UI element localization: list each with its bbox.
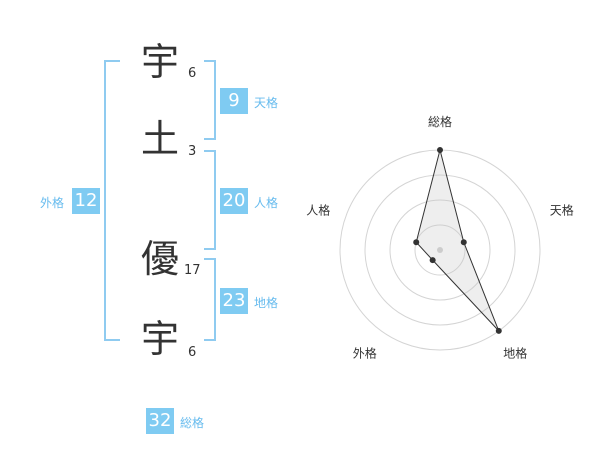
stroke-count-4: 6: [188, 345, 197, 360]
radar-point-5: [413, 239, 420, 246]
radar-point-2: [460, 239, 467, 246]
stroke-count-3: 17: [184, 263, 201, 278]
jinkaku-badge: 20: [220, 188, 248, 214]
soukaku-label: 総格: [180, 416, 205, 430]
tenkaku-badge: 9: [220, 88, 248, 114]
chikaku-label: 地格: [254, 296, 279, 310]
radar-point-4: [429, 257, 436, 264]
name-char-4: 宇: [141, 317, 180, 361]
tenkaku-bracket: [204, 60, 216, 140]
gaikaku-bracket: [104, 60, 120, 341]
radar-center-dot: [437, 247, 443, 253]
radar-point-1: [437, 147, 443, 153]
radar-ring-2: [389, 199, 491, 301]
stroke-count-1: 6: [188, 66, 197, 81]
radar-axis-label-5: 人格: [306, 202, 330, 217]
tenkaku-label: 天格: [254, 96, 279, 110]
soukaku-badge: 32: [146, 408, 174, 434]
radar-axis-label-2: 天格: [550, 202, 574, 217]
jinkaku-label: 人格: [254, 196, 279, 210]
gaikaku-badge: 12: [72, 188, 100, 214]
chikaku-bracket: [204, 258, 216, 341]
name-char-3: 優: [141, 237, 180, 281]
stroke-count-2: 3: [188, 144, 197, 159]
radar-axis-label-4: 外格: [353, 346, 377, 361]
radar-point-3: [495, 327, 502, 334]
name-char-2: 土: [141, 117, 180, 161]
radar-axis-label-1: 総格: [428, 114, 452, 129]
radar-data-polygon: [415, 149, 500, 332]
gaikaku-label: 外格: [40, 196, 65, 210]
radar-axis-label-3: 地格: [503, 346, 527, 361]
jinkaku-bracket: [204, 150, 216, 250]
chikaku-badge: 23: [220, 288, 248, 314]
radar-ring-1: [414, 224, 466, 276]
name-char-1: 宇: [141, 40, 180, 84]
radar-ring-3: [364, 174, 516, 326]
